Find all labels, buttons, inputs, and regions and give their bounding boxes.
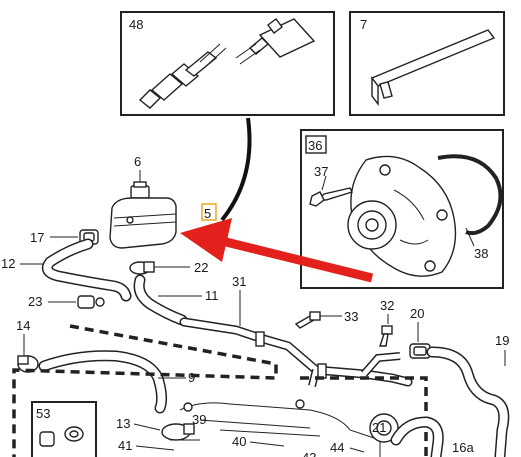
- label-5: 5: [204, 206, 211, 221]
- inset-36: 36 37 38: [300, 129, 504, 289]
- label-22: 22: [194, 260, 208, 275]
- inset-53: 53: [31, 401, 97, 457]
- engine-outline-dashed: [12, 324, 278, 457]
- label-20: 20: [410, 306, 424, 321]
- tank-cap-icon: [130, 181, 150, 199]
- hose-12: [41, 238, 132, 302]
- bolt-33-icon: [294, 311, 321, 329]
- engine-outline-dashed-right: [300, 376, 428, 457]
- inset-7: 7: [349, 11, 505, 116]
- label-11: 11: [205, 288, 219, 303]
- inset-53-frame: [31, 401, 97, 457]
- label-7: 7: [360, 17, 367, 32]
- label-6: 6: [134, 154, 141, 169]
- label-21: 21: [372, 420, 386, 435]
- label-53: 53: [36, 406, 50, 421]
- label-36-box: [305, 135, 327, 154]
- label-31: 31: [232, 274, 246, 289]
- engine-block-icon: [170, 399, 381, 457]
- clamp-23-icon: [77, 295, 105, 309]
- label-19: 19: [495, 333, 509, 348]
- plug-seal-icon: [39, 426, 84, 447]
- label-38: 38: [474, 246, 488, 261]
- label-39: 39: [192, 412, 206, 427]
- red-arrow: [180, 218, 374, 283]
- hose-19: [426, 346, 510, 457]
- label-12: 12: [1, 256, 15, 271]
- label-37: 37: [314, 164, 328, 179]
- clamp-13-icon: [161, 423, 195, 441]
- clamp-22-icon: [129, 261, 155, 275]
- label-40: 40: [232, 434, 246, 449]
- tank-body-icon: [109, 197, 177, 249]
- expansion-tank: 6 5: [109, 154, 217, 249]
- highlight-box-5: [201, 203, 217, 221]
- label-23: 23: [28, 294, 42, 309]
- pipe-31: [179, 317, 413, 387]
- label-33: 33: [344, 309, 358, 324]
- inset-48: 48: [120, 11, 335, 116]
- label-43: 43: [302, 450, 316, 457]
- label-48: 48: [129, 17, 143, 32]
- sensor-cable: [220, 117, 252, 222]
- label-41: 41: [118, 438, 132, 453]
- hose-9: [38, 350, 168, 414]
- pump-bolt-icon: [309, 187, 353, 207]
- water-pump-icon: [347, 155, 457, 277]
- label-17: 17: [30, 230, 44, 245]
- label-9: 9: [188, 370, 195, 385]
- temperature-sensor-icon: [138, 18, 316, 109]
- label-32: 32: [380, 298, 394, 313]
- seal-strip-icon: [370, 29, 496, 107]
- hose-16a: [390, 416, 444, 457]
- label-44: 44: [330, 440, 344, 455]
- pump-gasket-icon: [437, 154, 503, 236]
- label-13: 13: [116, 416, 130, 431]
- label-16a: 16a: [452, 440, 474, 455]
- label-36: 36: [308, 138, 322, 153]
- hose-11: [133, 274, 188, 326]
- bolt-32-icon: [379, 325, 393, 347]
- label-14: 14: [16, 318, 30, 333]
